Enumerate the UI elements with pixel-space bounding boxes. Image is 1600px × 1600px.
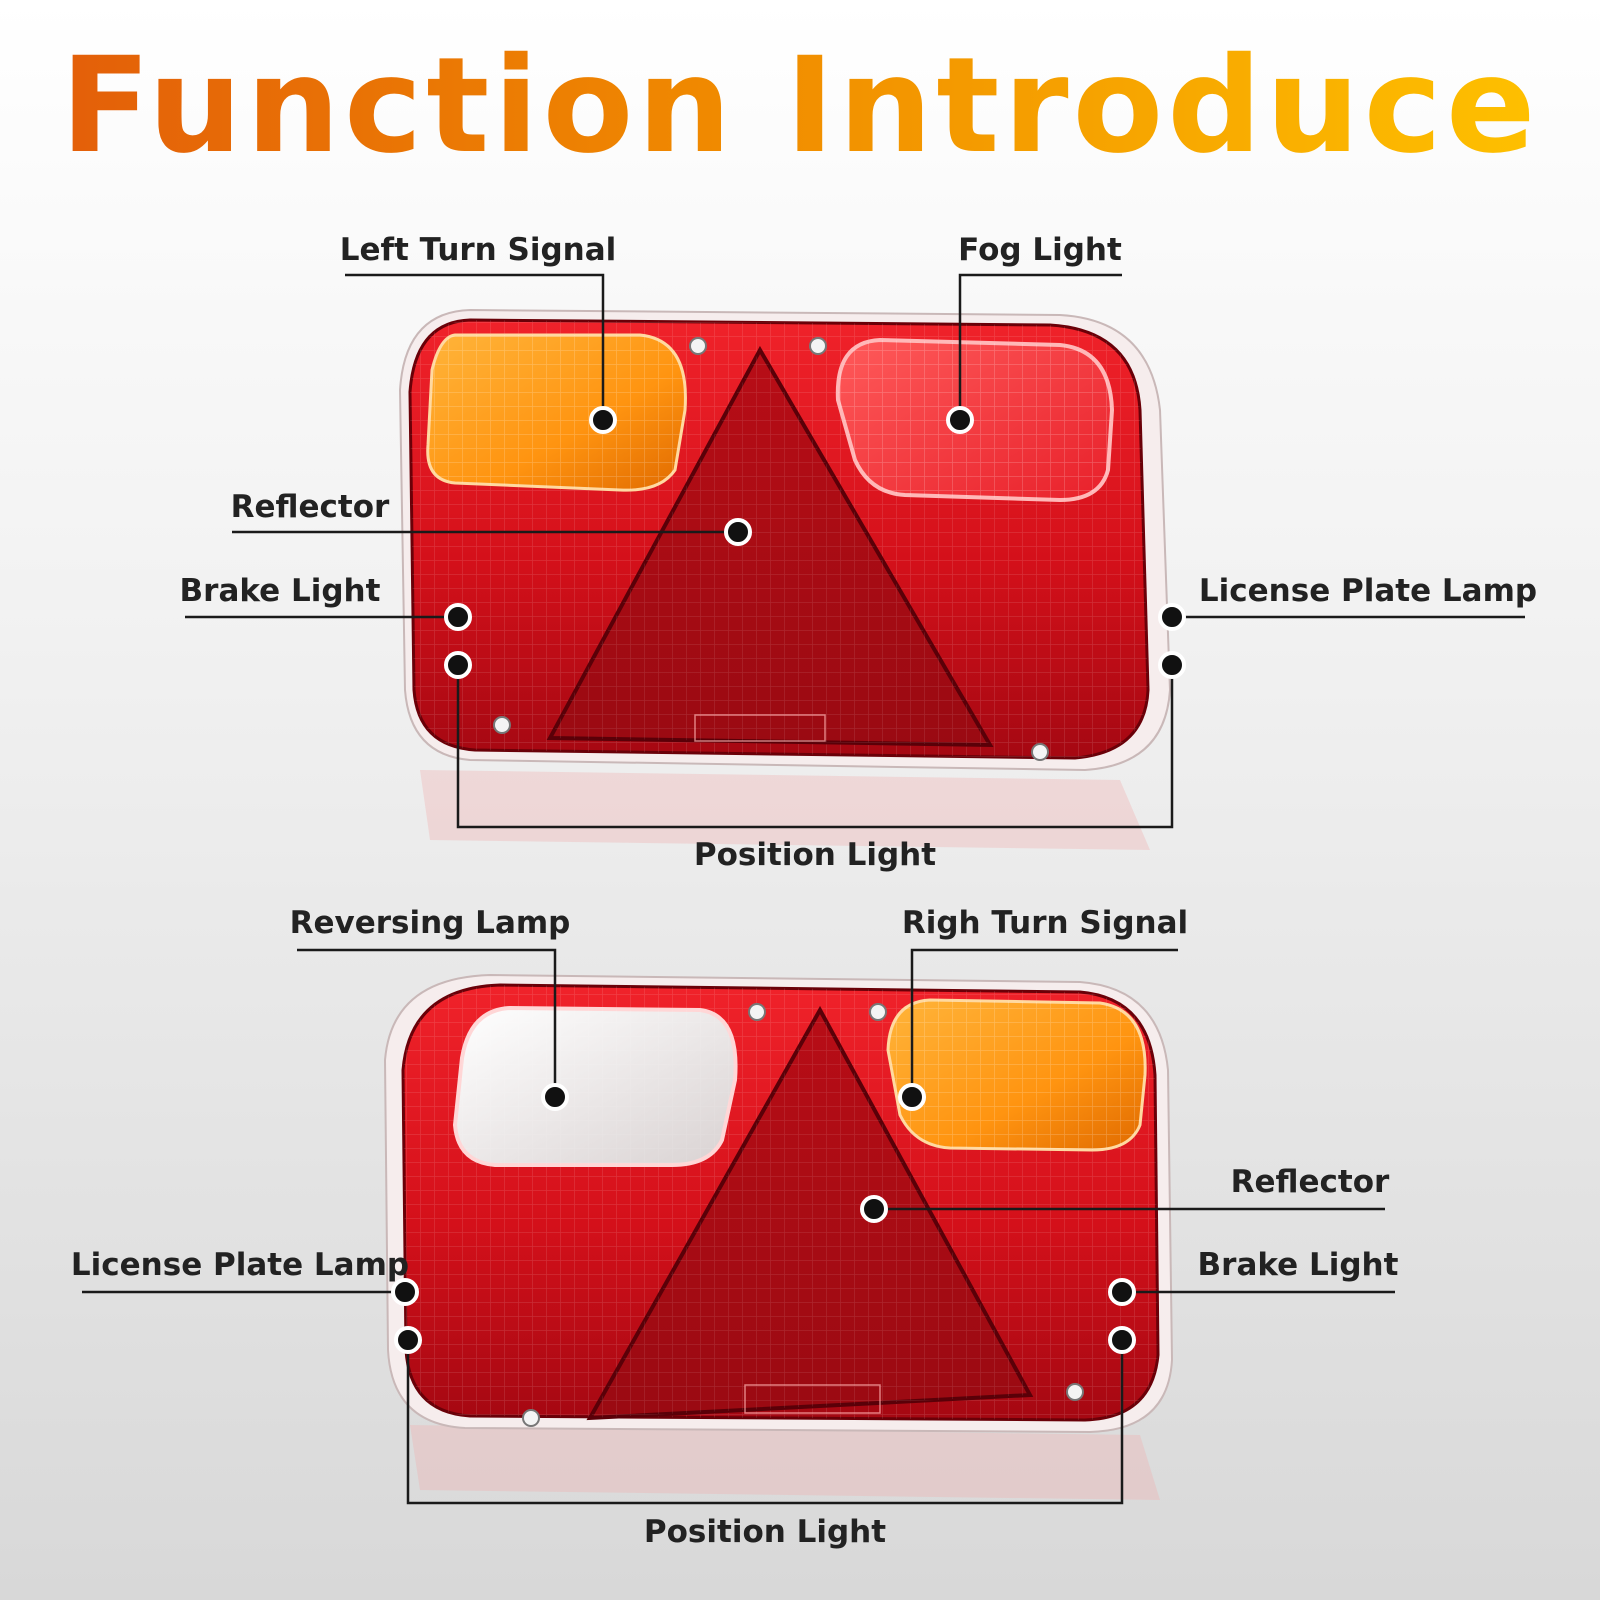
leader-right-turn-signal <box>910 948 1178 1097</box>
marker-brake-light-bottom <box>1108 1278 1136 1306</box>
bottom-callouts: Reversing Lamp Righ Turn Signal Reflecto… <box>71 905 1399 1550</box>
screw-icon <box>869 1003 887 1021</box>
marking-plate-top <box>694 714 826 742</box>
marker-license-plate-lamp-bottom <box>391 1278 419 1306</box>
leader-position-light-bottom <box>406 1340 1124 1505</box>
marker-reflector-top <box>724 518 752 546</box>
leader-position-light-top <box>456 665 1174 829</box>
label-brake-light-bottom: Brake Light <box>1198 1247 1399 1283</box>
marker-position-light-top-right <box>1158 651 1186 679</box>
bottom-tail-lamp <box>383 973 1174 1500</box>
bottom-lamp-reflection <box>410 1425 1160 1500</box>
screw-icon <box>809 337 827 355</box>
leader-left-turn-signal <box>345 273 605 420</box>
marker-brake-light-top <box>444 603 472 631</box>
label-license-plate-lamp-top: License Plate Lamp <box>1199 573 1537 609</box>
label-license-plate-lamp-bottom: License Plate Lamp <box>71 1247 409 1283</box>
screw-icon <box>689 337 707 355</box>
marker-reversing-lamp <box>541 1083 569 1111</box>
top-callouts: Left Turn Signal Fog Light Reflector Bra… <box>180 232 1538 873</box>
marker-license-plate-lamp-top <box>1158 603 1186 631</box>
screw-icon <box>522 1409 540 1427</box>
marker-position-light-top-left <box>444 651 472 679</box>
marker-position-light-bottom-right <box>1108 1326 1136 1354</box>
top-lamp-reflection <box>420 770 1150 850</box>
marker-fog-light <box>946 406 974 434</box>
screw-icon <box>1031 743 1049 761</box>
page-title: Function Introduce <box>0 40 1600 172</box>
marker-left-turn-signal <box>589 406 617 434</box>
label-reversing-lamp: Reversing Lamp <box>290 905 571 941</box>
screw-icon <box>748 1003 766 1021</box>
label-right-turn-signal: Righ Turn Signal <box>902 905 1188 941</box>
marker-right-turn-signal <box>898 1083 926 1111</box>
label-brake-light-top: Brake Light <box>180 573 381 609</box>
screw-icon <box>1066 1383 1084 1401</box>
screw-icon <box>493 716 511 734</box>
label-reflector-top: Reflector <box>231 489 390 525</box>
leader-reversing-lamp <box>297 948 557 1097</box>
label-reflector-bottom: Reflector <box>1231 1164 1390 1200</box>
label-fog-light: Fog Light <box>958 232 1122 268</box>
leader-fog-light <box>958 273 1122 420</box>
label-position-light-bottom: Position Light <box>644 1514 886 1550</box>
marking-plate-bottom <box>744 1384 881 1414</box>
top-tail-lamp <box>398 308 1172 850</box>
label-position-light-top: Position Light <box>694 837 936 873</box>
marker-position-light-bottom-left <box>394 1326 422 1354</box>
label-left-turn-signal: Left Turn Signal <box>340 232 617 268</box>
marker-reflector-bottom <box>860 1195 888 1223</box>
